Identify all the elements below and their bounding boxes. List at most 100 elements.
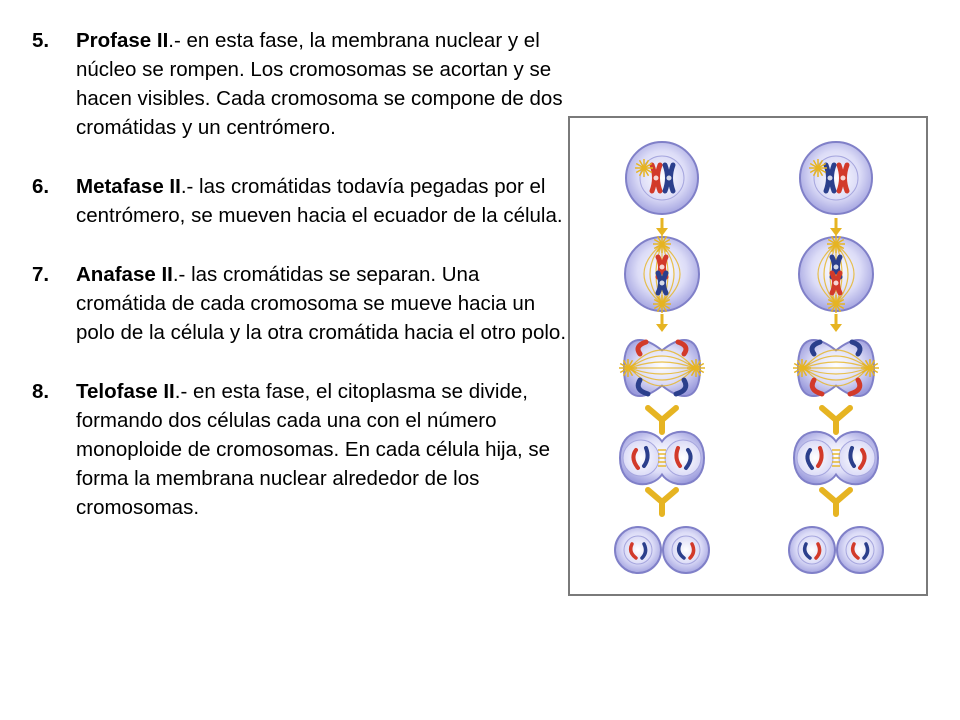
chromatid bbox=[676, 542, 686, 560]
item-term: Anafase II bbox=[76, 263, 173, 286]
centriole bbox=[659, 301, 665, 307]
arrow-fork bbox=[819, 405, 853, 435]
arrow-head bbox=[830, 324, 842, 332]
meiosis-ii-illustration bbox=[568, 116, 928, 596]
centriole bbox=[833, 241, 839, 247]
chromatid bbox=[673, 377, 689, 397]
anaphase-cell bbox=[619, 339, 705, 397]
chromatid bbox=[640, 542, 648, 560]
spindle-fiber bbox=[803, 367, 869, 375]
spindle-fiber bbox=[661, 243, 681, 305]
meiosis-ii-diagram bbox=[614, 141, 884, 574]
split-arrow bbox=[819, 487, 853, 517]
chromatid bbox=[849, 339, 863, 357]
spindle-fiber bbox=[803, 361, 869, 369]
chromatid bbox=[805, 448, 814, 470]
chromatid bbox=[816, 446, 824, 468]
centriole bbox=[659, 241, 665, 247]
arrow-to-anaphase bbox=[656, 314, 668, 332]
nucleus bbox=[838, 439, 876, 477]
nucleus bbox=[797, 535, 827, 565]
chromatid bbox=[688, 542, 696, 560]
chromatid bbox=[847, 377, 863, 397]
arrow-fork bbox=[645, 405, 679, 435]
phase-list: 5. Profase II.- en esta fase, la membran… bbox=[32, 26, 566, 522]
split-arrow bbox=[645, 405, 679, 435]
arrow-fork bbox=[645, 487, 679, 517]
nucleus bbox=[622, 439, 660, 477]
centromere bbox=[653, 175, 659, 181]
prophase-cell bbox=[625, 141, 699, 215]
list-item-telophase-ii: 8. Telofase II.- en esta fase, el citopl… bbox=[32, 377, 566, 522]
centriole bbox=[833, 301, 839, 307]
item-term: Metafase II bbox=[76, 175, 181, 198]
spindle-fiber bbox=[803, 349, 869, 369]
split-arrow bbox=[819, 405, 853, 435]
list-item-anaphase-ii: 7. Anafase II.- las cromátidas se separa… bbox=[32, 260, 566, 347]
spindle-fiber bbox=[817, 243, 837, 305]
chromatid bbox=[848, 446, 856, 468]
daughter-cell bbox=[788, 526, 836, 574]
centriole bbox=[693, 365, 699, 371]
item-text: .- las cromátidas todavía pegadas por el… bbox=[76, 175, 563, 227]
centriole bbox=[867, 365, 873, 371]
telophase-cell bbox=[792, 430, 880, 486]
chromatid bbox=[802, 542, 812, 560]
item-term: Telofase II bbox=[76, 380, 175, 403]
spindle-fiber bbox=[629, 349, 695, 369]
item-number: 7. bbox=[32, 263, 50, 286]
centromere bbox=[827, 175, 833, 181]
centromere bbox=[659, 280, 665, 286]
item-number: 5. bbox=[32, 29, 50, 52]
nucleus bbox=[796, 439, 834, 477]
nucleus bbox=[845, 535, 875, 565]
chromatid bbox=[628, 542, 638, 560]
chromatid bbox=[675, 339, 689, 357]
nucleus bbox=[671, 535, 701, 565]
centriole bbox=[641, 165, 647, 171]
item-number: 6. bbox=[32, 175, 50, 198]
chromatid bbox=[684, 448, 693, 470]
chromatid bbox=[635, 339, 649, 357]
spindle-fiber bbox=[629, 361, 695, 369]
item-text: .- las cromátidas se separan. Una cromát… bbox=[76, 263, 567, 344]
arrow-to-metaphase bbox=[656, 218, 668, 236]
chromatid bbox=[631, 448, 640, 470]
chromatid bbox=[642, 446, 650, 468]
daughter-cell bbox=[662, 526, 710, 574]
chromatid bbox=[814, 542, 822, 560]
telophase-cell bbox=[618, 430, 706, 486]
arrow-to-metaphase bbox=[830, 218, 842, 236]
chromatid bbox=[858, 448, 867, 470]
spindle-fiber bbox=[629, 367, 695, 387]
chromatid bbox=[850, 542, 860, 560]
centriole bbox=[625, 365, 631, 371]
centromere bbox=[833, 280, 839, 286]
list-item-prophase-ii: 5. Profase II.- en esta fase, la membran… bbox=[32, 26, 566, 142]
metaphase-cell bbox=[798, 235, 874, 313]
arrow-fork bbox=[819, 487, 853, 517]
chromatid bbox=[674, 446, 682, 468]
chromatid bbox=[809, 377, 825, 397]
centromere bbox=[840, 175, 846, 181]
nucleus bbox=[623, 535, 653, 565]
spindle-fiber bbox=[835, 243, 855, 305]
arrow-head bbox=[830, 228, 842, 236]
chromatid bbox=[635, 377, 651, 397]
item-text: .- en esta fase, la membrana nuclear y e… bbox=[76, 29, 563, 139]
spindle-fiber bbox=[629, 367, 695, 375]
daughter-cell bbox=[614, 526, 662, 574]
spindle-fiber bbox=[643, 243, 663, 305]
anaphase-cell bbox=[793, 339, 879, 397]
metaphase-cell bbox=[624, 235, 700, 313]
item-term: Profase II bbox=[76, 29, 169, 52]
prophase-cell bbox=[799, 141, 873, 215]
nucleus bbox=[664, 439, 702, 477]
arrow-head bbox=[656, 324, 668, 332]
daughter-cell bbox=[836, 526, 884, 574]
arrow-to-anaphase bbox=[830, 314, 842, 332]
centriole bbox=[815, 165, 821, 171]
chromatid bbox=[809, 339, 823, 357]
centromere bbox=[659, 264, 665, 270]
split-arrow bbox=[645, 487, 679, 517]
